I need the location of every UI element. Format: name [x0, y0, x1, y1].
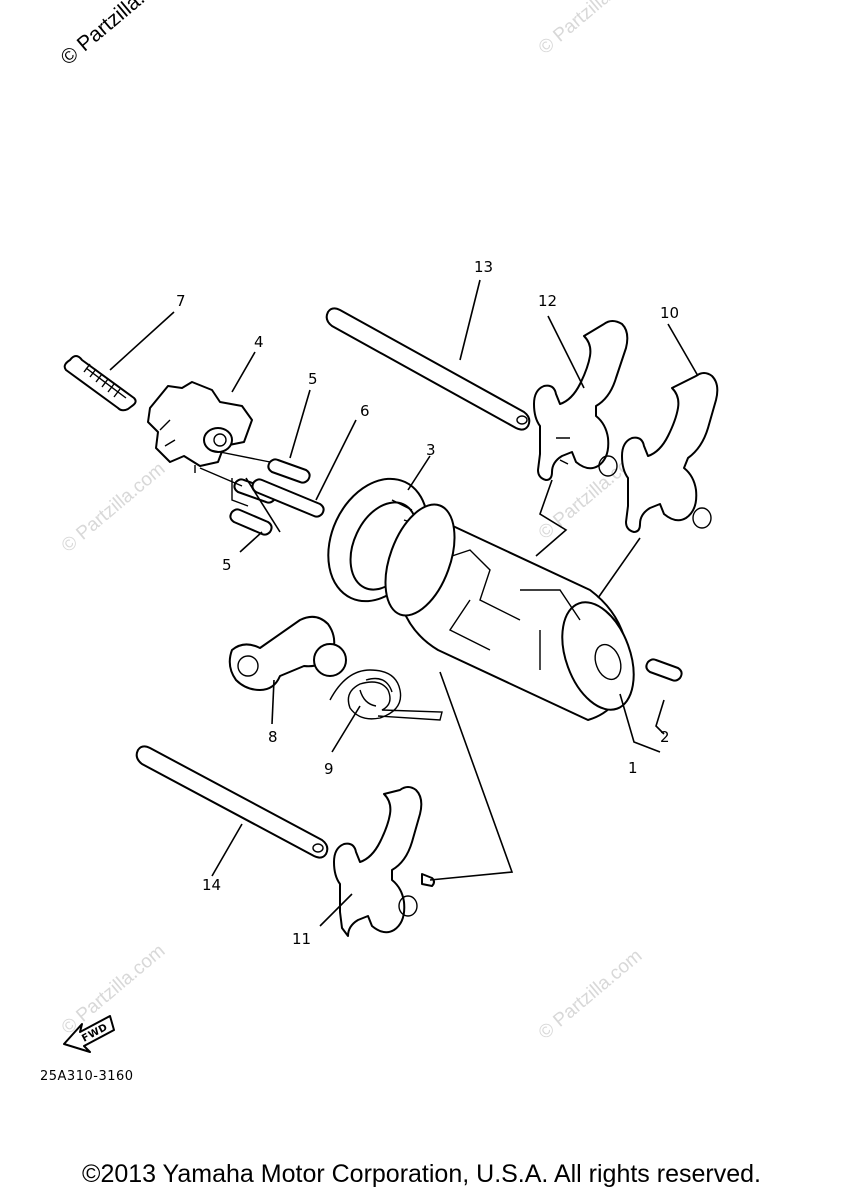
callout-3: 3: [426, 441, 436, 459]
part-4-segment: [147, 381, 253, 473]
part-11-shift-fork: [333, 786, 435, 937]
watermark-tile: © Partzilla.com: [58, 458, 170, 556]
callout-11: 11: [292, 930, 311, 948]
part-13-shaft: [325, 307, 531, 431]
part-9-spring: [329, 669, 443, 721]
callout-8: 8: [268, 728, 278, 746]
diagram-code: 25A310-3160: [40, 1069, 134, 1084]
fwd-arrow-icon: FWD: [63, 1015, 115, 1053]
part-7-bolt: [63, 355, 137, 412]
part-1-shift-drum: [384, 503, 635, 721]
watermark-top-left: © Partzilla.com: [56, 0, 179, 70]
part-14-shaft: [135, 745, 329, 859]
callout-4: 4: [254, 333, 264, 351]
part-2-pin: [645, 658, 683, 682]
callout-2: 2: [660, 728, 670, 746]
callout-14: 14: [202, 876, 221, 894]
part-10-shift-fork: [621, 372, 719, 533]
callout-7: 7: [176, 292, 186, 310]
part-12-shift-fork: [533, 320, 629, 481]
watermark-tile: © Partzilla.com: [58, 940, 170, 1038]
callout-5: 5: [222, 556, 232, 574]
watermark-tile: © Partzilla.com: [535, 0, 647, 59]
part-8-lever: [228, 615, 347, 691]
callout-1: 1: [628, 759, 638, 777]
callout-5: 5: [308, 370, 318, 388]
part-6-long-pin: [251, 478, 325, 518]
callout-13: 13: [474, 258, 493, 276]
callout-labels: 7 4 5 6 3 13 12 10 5 2 1 8 9 14 11: [176, 258, 679, 948]
callout-10: 10: [660, 304, 679, 322]
callout-6: 6: [360, 402, 370, 420]
watermark-tile: © Partzilla.com: [535, 945, 647, 1043]
assembly-lines: [199, 449, 271, 507]
copyright-notice: ©2013 Yamaha Motor Corporation, U.S.A. A…: [82, 1160, 761, 1188]
callout-9: 9: [324, 760, 334, 778]
callout-12: 12: [538, 292, 557, 310]
leader-lines: [109, 279, 699, 927]
